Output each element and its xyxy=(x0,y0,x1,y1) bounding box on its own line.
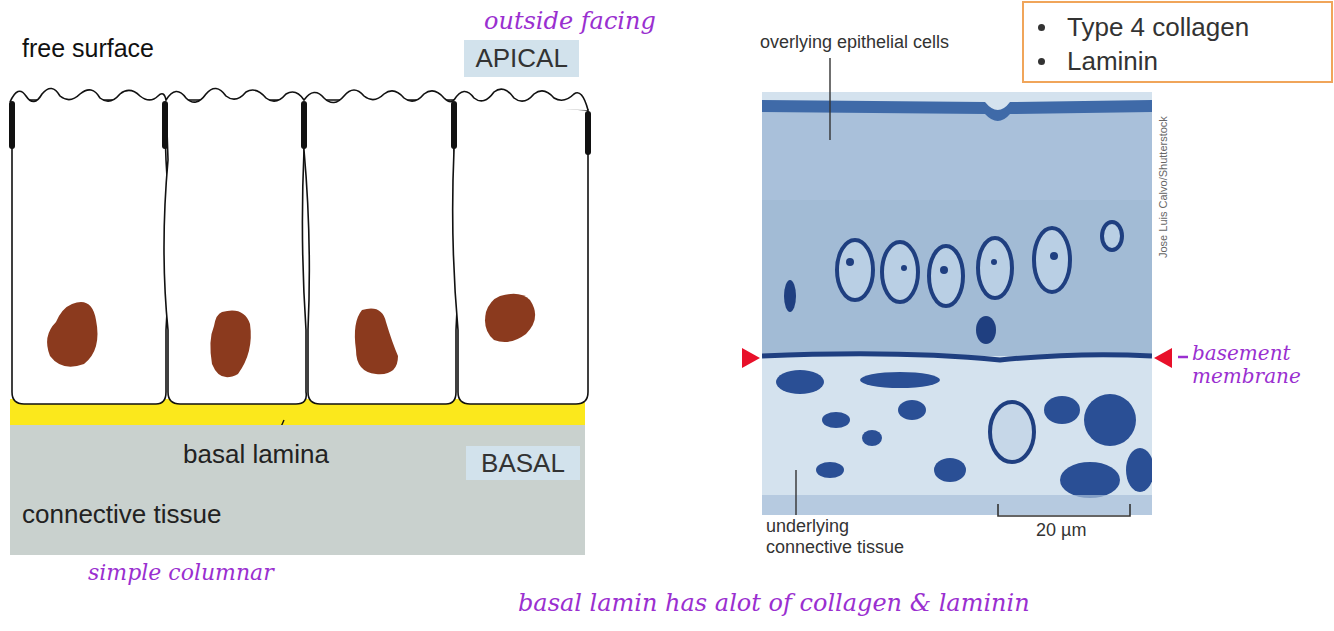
handwritten-note: simple columnar xyxy=(88,560,274,585)
bullet-text: Type 4 collagen xyxy=(1067,12,1249,43)
leader-line xyxy=(829,58,830,140)
red-arrowhead xyxy=(742,348,760,368)
part-label: overlying epithelial cells xyxy=(760,32,949,53)
surface-label: free surface xyxy=(22,34,154,63)
bullet-row: Laminin xyxy=(1038,45,1158,77)
part-label: underlying connective tissue xyxy=(766,516,938,557)
leader-line xyxy=(795,470,796,515)
nuclei xyxy=(47,294,535,378)
red-arrowhead xyxy=(1154,348,1172,368)
bullet-row: Type 4 collagen xyxy=(1038,11,1249,43)
dash-mark xyxy=(1178,356,1188,359)
handwritten-note: basement membrane xyxy=(1192,342,1304,388)
columnar-cells xyxy=(12,100,588,404)
micrograph xyxy=(762,92,1152,515)
bullet-dot xyxy=(1038,58,1045,65)
region-label: connective tissue xyxy=(22,499,221,530)
handwritten-note: outside facing xyxy=(484,8,656,36)
handwritten-note: basal lamin has alot of collagen & lamin… xyxy=(518,590,1030,618)
bullet-dot xyxy=(1038,24,1045,31)
region-tag-text: BASAL xyxy=(481,448,565,479)
region-tag: APICAL xyxy=(464,40,579,77)
bullet-text: Laminin xyxy=(1067,46,1158,77)
region-tag-text: APICAL xyxy=(475,43,568,74)
note-box: Type 4 collagenLaminin xyxy=(1022,1,1333,83)
tight-junctions xyxy=(12,104,588,152)
watermark: Jose Luis Calvo/Shutterstock xyxy=(1157,116,1170,258)
part-label: basal lamina xyxy=(183,440,329,470)
scale-label: 20 µm xyxy=(1036,520,1086,541)
region-tag: BASAL xyxy=(466,446,580,480)
apical-surface xyxy=(10,88,588,110)
scale-bar xyxy=(998,504,1130,516)
